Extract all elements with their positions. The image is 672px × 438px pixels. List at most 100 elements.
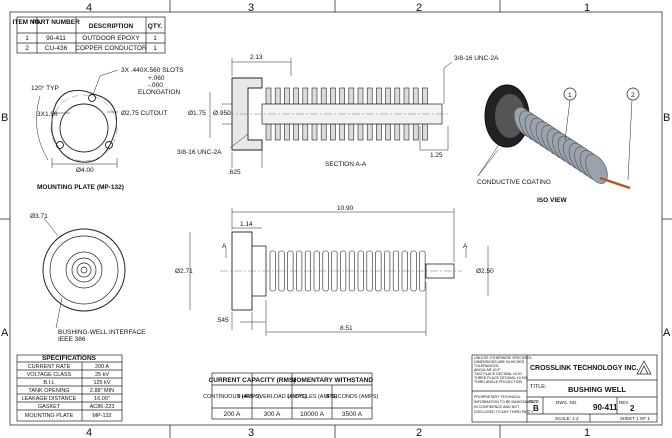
slots-tolerance-minus: -.000	[148, 82, 163, 89]
zone-row-right-a: A	[663, 327, 671, 339]
end-view-ring	[49, 235, 119, 305]
side-length: 10.90	[337, 205, 354, 212]
section-fin	[293, 87, 299, 105]
tb-dwg-label: DWG. NO.	[556, 400, 578, 405]
iso-balloon-1-label: 1	[568, 92, 572, 99]
section-fin	[284, 87, 290, 105]
capacity-header: 3 SECONDS (AMPS)	[326, 394, 379, 400]
section-fin	[293, 123, 299, 141]
section-fin	[412, 123, 419, 141]
section-fin	[366, 87, 373, 105]
section-title: SECTION A-A	[325, 161, 367, 168]
spec-value: 16.00"	[94, 396, 110, 402]
tb-company: CROSSLINK TECHNOLOGY INC.	[530, 365, 638, 372]
tb-note: TWO PLACE DECIMAL ±0.01	[474, 372, 522, 376]
section-dia-175: Ø1.75	[188, 110, 206, 117]
section-fin	[330, 123, 336, 141]
tb-note: TOLERANCES:	[474, 364, 499, 368]
section-fin	[302, 123, 309, 141]
end-view-ring	[65, 251, 103, 289]
current-capacity-table: CURRENT CAPACITY (RMS) MOMENTARY WITHSTA…	[203, 372, 379, 420]
iso-copper-conductor	[599, 176, 631, 190]
zone-row-right-b: B	[663, 112, 670, 124]
tb-title-label: TITLE:	[530, 384, 547, 390]
mounting-slot	[105, 141, 113, 149]
bom-cell: 2	[25, 45, 29, 52]
zone-col-bottom-3: 3	[248, 427, 254, 438]
zone-row-left-a: A	[1, 327, 9, 339]
iso-fins	[513, 106, 608, 184]
section-thread-bottom: 3/8-16 UNC-2A	[177, 149, 222, 156]
side-dia-250: Ø2.50	[476, 268, 494, 275]
section-fin	[376, 123, 382, 141]
section-fin	[311, 87, 318, 105]
section-fins-top	[265, 87, 428, 105]
spec-label: GASKET	[38, 404, 61, 410]
section-fin	[403, 87, 410, 105]
end-view: Ø3.71 BUSHING-WELL INTERFACE IEEE 386	[30, 213, 146, 343]
side-dia-271: Ø2.71	[175, 268, 193, 275]
bom-cell: CU-436	[45, 45, 68, 52]
capacity-header: 10 CYCLES (AMPS)	[287, 394, 338, 400]
bom-cell: COPPER CONDUCTOR	[75, 45, 147, 52]
section-fin	[385, 87, 391, 105]
end-view-standard: IEEE 386	[58, 336, 86, 343]
end-view-ring	[71, 257, 97, 283]
bom-cell: OUTDOOR EPOXY	[82, 35, 140, 42]
section-dia-950: Ø.950	[213, 110, 231, 117]
section-fin	[302, 87, 309, 105]
bom-cell: 90-411	[46, 35, 66, 42]
section-mark-left: A	[222, 243, 227, 250]
capacity-header: 8 HRS OVERLOAD (AMPS)	[237, 394, 306, 400]
title-block: UNLESS OTHERWISE SPECIFIED: DIMENSIONS A…	[471, 354, 658, 423]
spec-value: 25 kV	[95, 372, 109, 378]
tb-note: UNLESS OTHERWISE SPECIFIED:	[474, 356, 532, 360]
tb-note: ANGULAR ±0.5°	[474, 368, 501, 372]
zone-row-left-b: B	[1, 112, 8, 124]
section-fin	[366, 123, 373, 141]
section-fins-bottom	[265, 123, 428, 141]
zone-col-top-1: 1	[584, 2, 590, 14]
spec-value: AC86-223	[90, 404, 115, 410]
zone-col-top-2: 2	[416, 2, 422, 14]
tb-proprietary: INFORMATION TO BE MAINTAINED	[474, 400, 534, 404]
tb-proprietary: IN CONFIDENCE AND NOT	[474, 405, 520, 409]
cutout-circle	[59, 103, 109, 153]
section-fin	[348, 123, 355, 141]
tb-note: THREE PLACE DECIMAL ±0.005	[474, 376, 528, 380]
section-dim-625: .625	[228, 169, 241, 176]
mounting-plate-view: 120° TYP 3X1.96 3X .440X.560 SLOTS +.060…	[31, 67, 184, 191]
zone-col-bottom-1: 1	[584, 427, 590, 438]
tb-sheet: SHEET 1 OF 1	[620, 416, 650, 421]
spec-label: B.I.L	[43, 380, 54, 386]
iso-coating-label: CONDUCTIVE COATING	[477, 179, 551, 186]
zone-col-bottom-4: 4	[86, 427, 92, 438]
capacity-title: CURRENT CAPACITY (RMS)	[209, 377, 296, 384]
capacity-header: CONTINUOUS (AMPS)	[203, 394, 261, 400]
side-view: 10.90 1.14 Ø2.71 Ø2.50 .545 8.51 A A	[175, 205, 494, 336]
end-view-dia: Ø3.71	[30, 213, 48, 220]
iso-balloon-2	[626, 87, 640, 101]
side-dim-114: 1.14	[240, 221, 253, 228]
section-fin	[422, 123, 428, 141]
capacity-value: 3500 A	[342, 411, 363, 418]
iso-title: ISO VIEW	[537, 197, 567, 204]
side-dim-545: .545	[216, 317, 229, 324]
bom-cell: 1	[153, 35, 157, 42]
iso-fin	[585, 153, 608, 184]
capacity-value: 10000 A	[300, 411, 325, 418]
section-fin	[348, 87, 355, 105]
section-fin	[330, 87, 336, 105]
spec-label: MOUNTING PLATE	[25, 413, 74, 419]
section-fin	[339, 87, 345, 105]
bom-header-qty: QTY.	[148, 23, 163, 30]
zone-col-top-3: 3	[248, 2, 254, 14]
tb-note: THIRD ANGLE PROJECTION	[474, 380, 523, 384]
section-dim-213: 2.13	[250, 54, 263, 61]
tb-dwg-no: 90-411	[593, 403, 618, 412]
bom-header-item: ITEM NO.	[13, 19, 42, 26]
spec-label: LEAKAGE DISTANCE	[22, 396, 77, 402]
capacity-value: 200 A	[224, 411, 241, 418]
